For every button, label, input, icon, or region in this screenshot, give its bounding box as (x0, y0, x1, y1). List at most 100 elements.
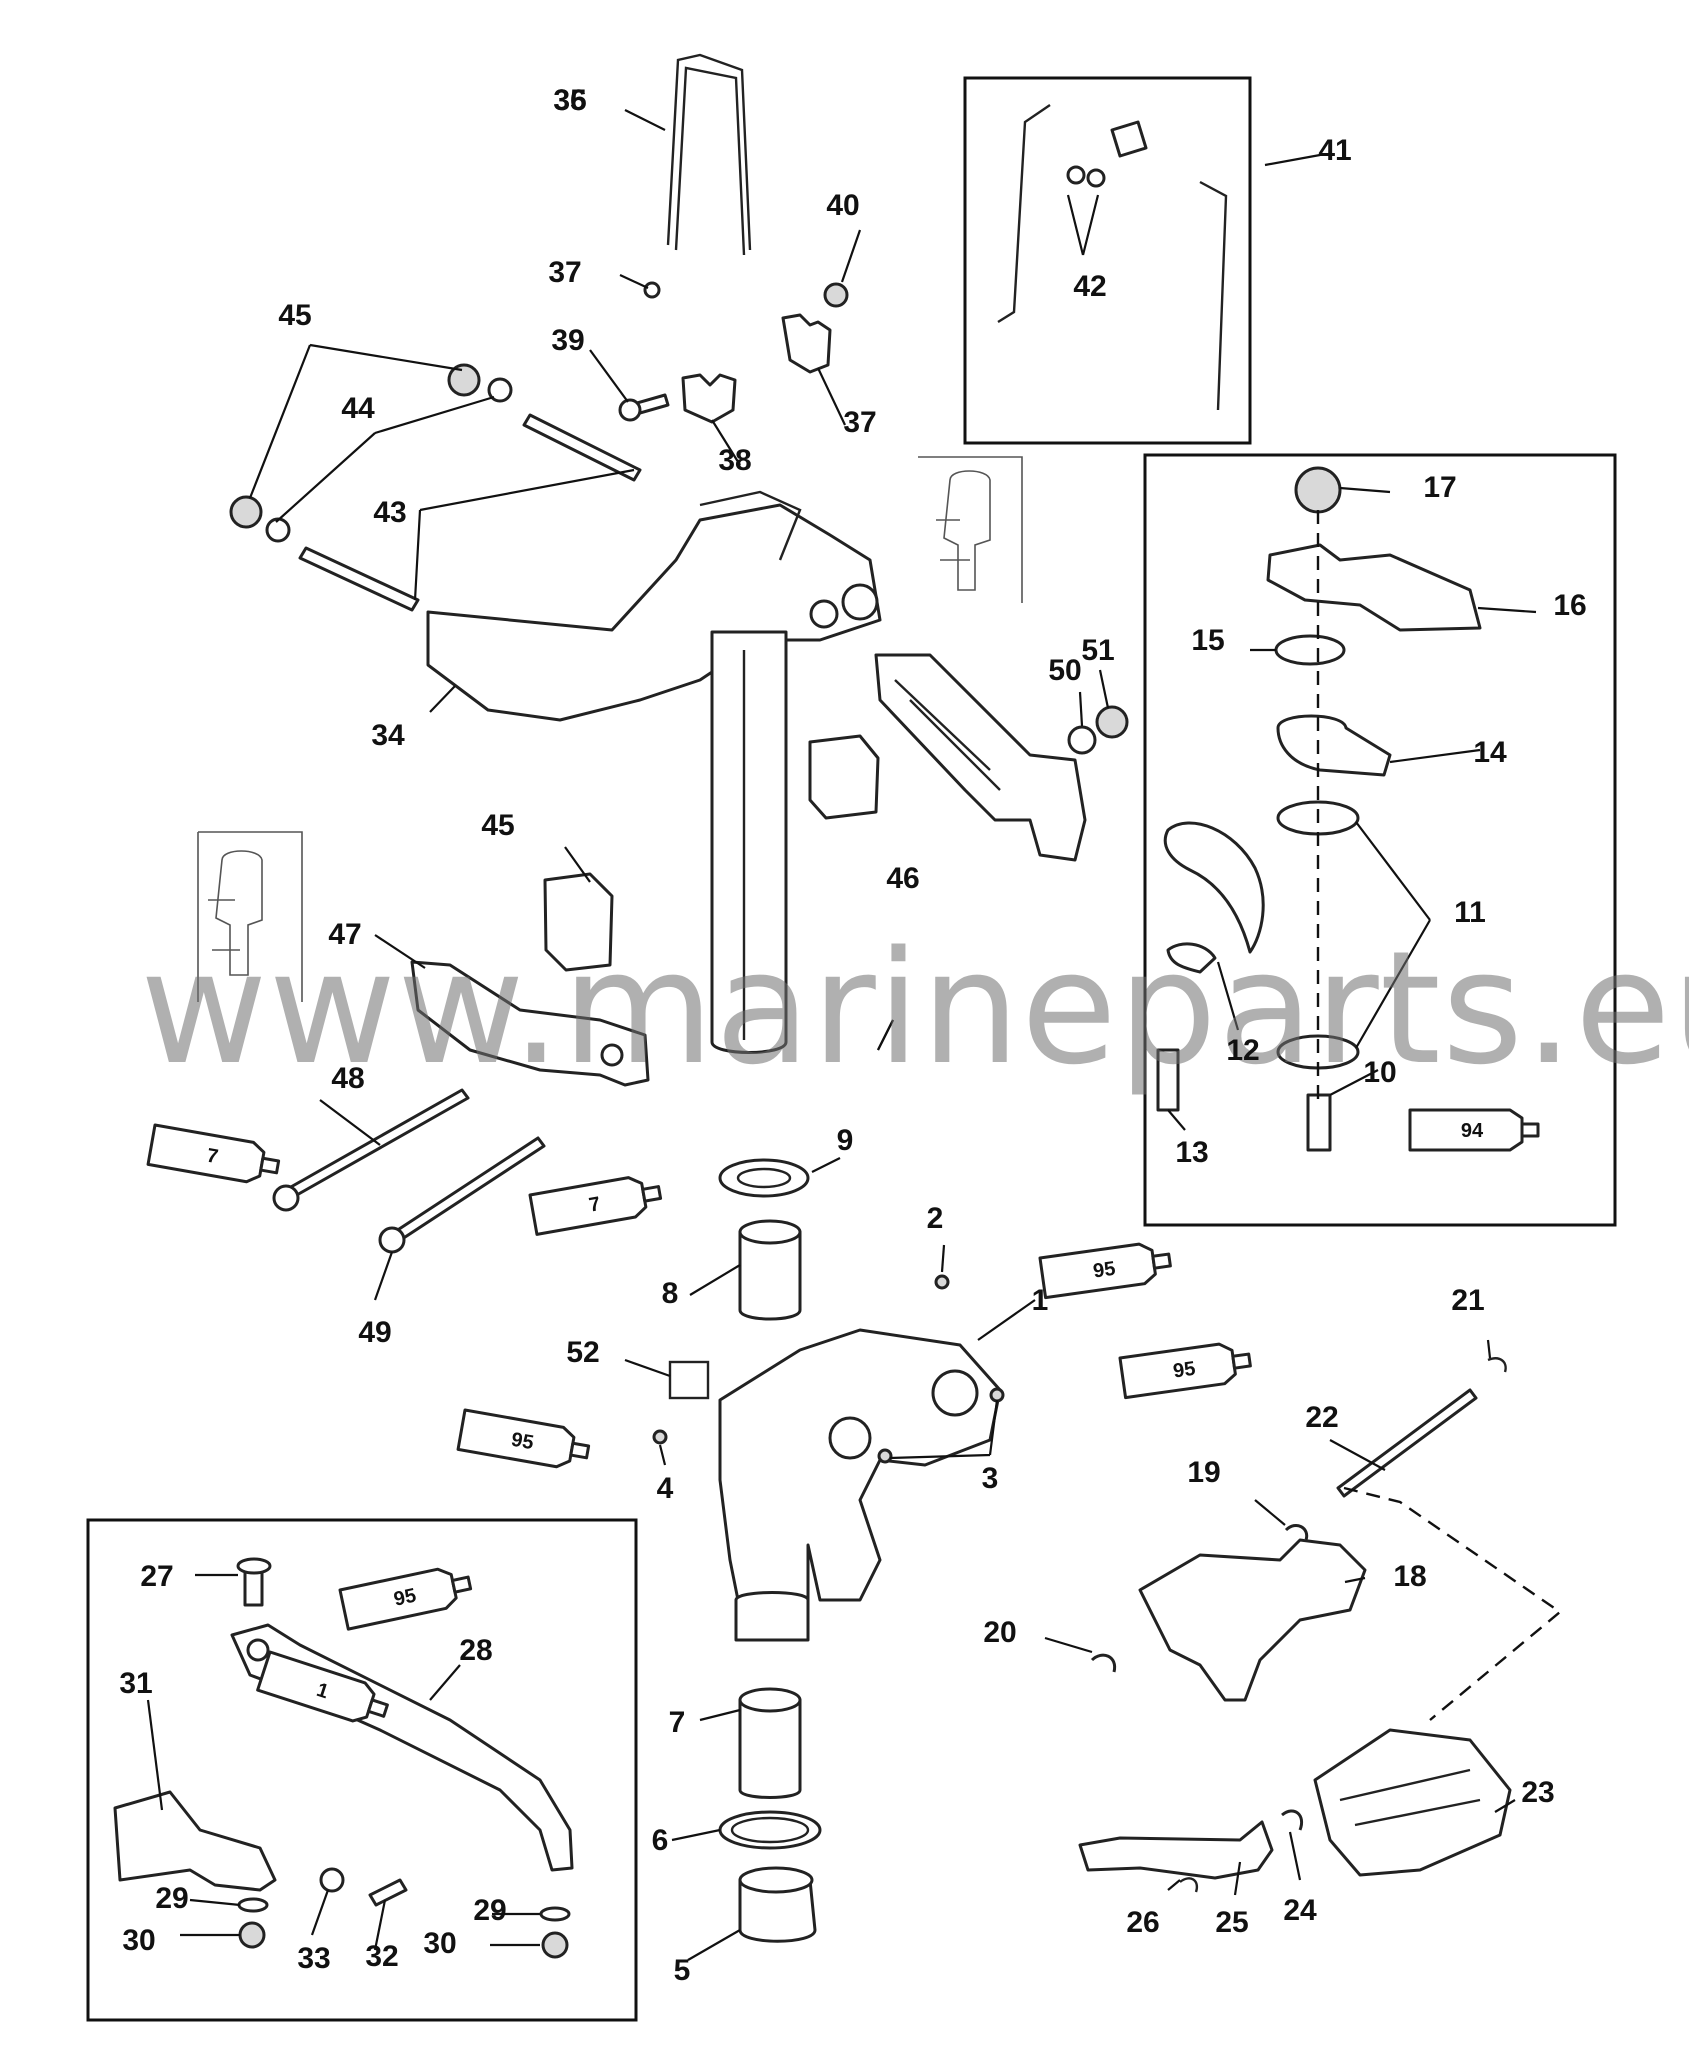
part-20-spring (1090, 1653, 1117, 1673)
kit-box-tilt-lock (1143, 453, 1617, 1227)
callout-20: 20 (983, 1616, 1016, 1649)
callout-22: 22 (1305, 1401, 1338, 1434)
callout-17: 17 (1423, 471, 1456, 504)
part-13-bolt (1156, 1048, 1180, 1112)
callout-2: 2 (927, 1202, 944, 1235)
callout-14: 14 (1473, 736, 1507, 769)
callout-47: 47 (328, 918, 361, 951)
kit-box-tiller (86, 1518, 638, 2022)
sealant-tube: 1 (256, 1650, 389, 1723)
callout-16: 16 (1553, 589, 1586, 622)
callout-12: 12 (1226, 1034, 1259, 1067)
assembly-dash-line (1343, 1486, 1562, 1721)
callout-32: 32 (365, 1940, 398, 1973)
callout-43: 43 (373, 496, 406, 529)
part-38-pin (618, 393, 670, 422)
part-10-pin (1306, 1093, 1332, 1152)
sealant-tube: 95 (1118, 1342, 1252, 1400)
callout-26: 26 (1126, 1906, 1159, 1939)
part-18-bracket (1138, 1538, 1367, 1702)
sealant-tube: 94 (1408, 1108, 1540, 1152)
part-52-square (668, 1360, 710, 1400)
callout-45: 45 (481, 809, 514, 842)
callout-44: 44 (341, 392, 375, 425)
part-17-nut (1294, 466, 1342, 514)
part-40-kit (997, 104, 1228, 411)
callout-1: 1 (1032, 1284, 1049, 1317)
part-2-fitting (934, 1274, 950, 1290)
part-45-pad-right (808, 734, 880, 820)
sealant-tube-label: 95 (1092, 1258, 1117, 1283)
callout-8: 8 (662, 1277, 679, 1310)
callout-49: 49 (358, 1316, 391, 1349)
callout-10: 10 (1363, 1056, 1396, 1089)
callout-numbers: 1234567891011121314151617181920212223242… (119, 84, 1586, 1987)
callout-15: 15 (1191, 624, 1224, 657)
callout-11: 11 (1454, 896, 1486, 929)
callout-36: 36 (553, 84, 586, 117)
callout-4: 4 (657, 1472, 674, 1505)
part-50-washer (1067, 725, 1097, 755)
part-14-plate (1276, 714, 1392, 777)
callout-30: 30 (122, 1924, 155, 1957)
callout-31: 31 (119, 1667, 152, 1700)
part-9-ring (718, 1158, 810, 1198)
part-37-clip-a (681, 373, 737, 424)
callout-13: 13 (1175, 1136, 1208, 1169)
watermark: www.marineparts.eu (140, 917, 1689, 1099)
sealant-tube: 95 (1038, 1242, 1172, 1300)
sealant-tube-label: 95 (392, 1585, 418, 1611)
part-31-bracket (113, 1790, 277, 1892)
callout-34: 34 (371, 719, 405, 752)
callout-19: 19 (1187, 1456, 1220, 1489)
part-37-clip-b (781, 313, 832, 374)
callout-52: 52 (566, 1336, 599, 1369)
sealant-tube-label: 95 (510, 1429, 536, 1455)
part-3-fitting-a (989, 1387, 1005, 1403)
part-45-pad-left (543, 872, 614, 972)
part-15-washer (1274, 634, 1346, 666)
part-21-clip (1487, 1357, 1507, 1373)
sealant-tube-label: 7 (587, 1193, 602, 1217)
part-26-clip (1179, 1877, 1199, 1893)
callout-25: 25 (1215, 1906, 1248, 1939)
callout-37: 37 (843, 406, 876, 439)
part-7-bushing (738, 1687, 802, 1799)
part-39-nut (823, 282, 849, 308)
callout-24: 24 (1283, 1894, 1317, 1927)
callout-7: 7 (669, 1706, 686, 1739)
callout-40: 40 (826, 189, 859, 222)
callout-37: 37 (548, 256, 581, 289)
part-27-bolt (236, 1557, 272, 1607)
callout-48: 48 (331, 1062, 364, 1095)
part-4-fitting (652, 1429, 668, 1445)
callout-21: 21 (1451, 1284, 1484, 1317)
callout-30: 30 (423, 1927, 456, 1960)
callout-38: 38 (718, 444, 751, 477)
callout-41: 41 (1318, 134, 1351, 167)
callout-3: 3 (982, 1462, 999, 1495)
part-23-bracket (1313, 1728, 1512, 1877)
part-35-link-rod (643, 53, 752, 299)
callout-6: 6 (652, 1824, 669, 1857)
part-6-ring (718, 1810, 822, 1850)
callout-50: 50 (1048, 654, 1081, 687)
tilt-lock-stack (1156, 466, 1482, 1152)
callout-18: 18 (1393, 1560, 1426, 1593)
part-34-swivel-arm (426, 490, 882, 722)
callout-42: 42 (1073, 270, 1106, 303)
part-16-lever (1266, 543, 1482, 632)
part-3-fitting-b (877, 1448, 893, 1464)
callout-9: 9 (837, 1124, 854, 1157)
callout-27: 27 (140, 1560, 173, 1593)
part-46-clamp-arm (410, 960, 650, 1087)
part-49-bolt (378, 1136, 546, 1254)
callout-29: 29 (473, 1894, 506, 1927)
sealant-tube: 7 (146, 1123, 281, 1184)
leader-lines (146, 109, 1537, 1961)
part-25-lever (1078, 1820, 1274, 1880)
sealant-tube: 95 (338, 1567, 473, 1631)
